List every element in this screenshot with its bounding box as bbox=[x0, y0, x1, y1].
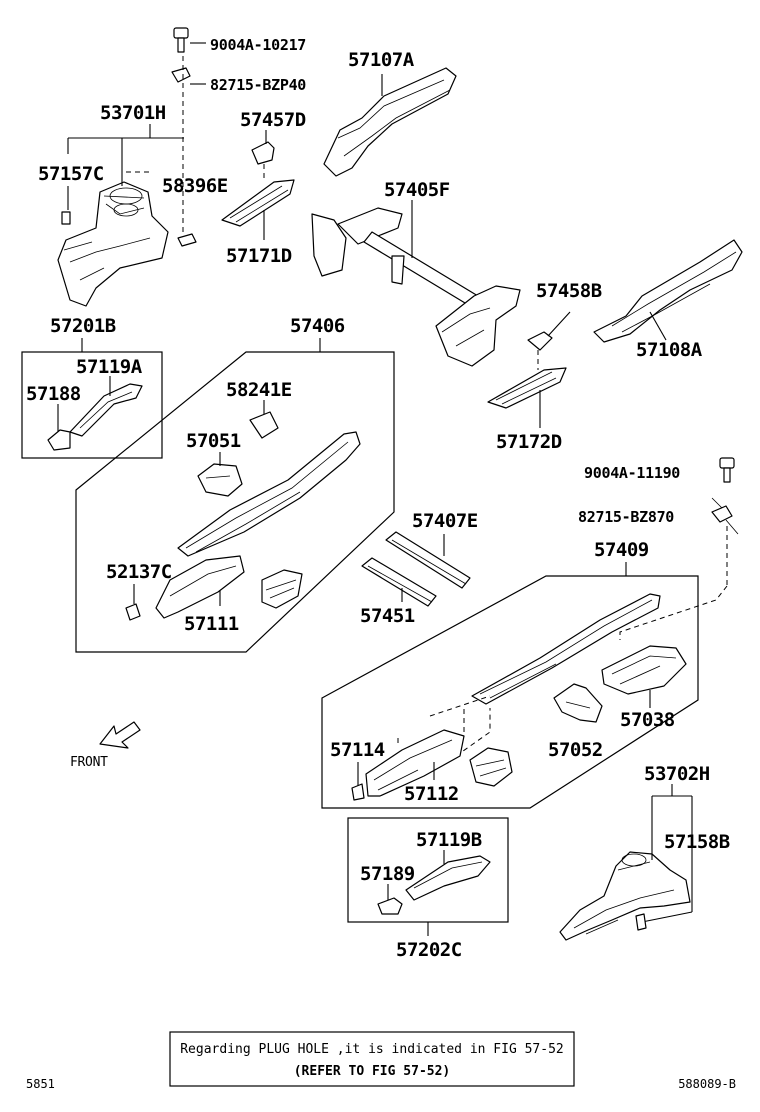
label-82715-BZP40: 82715-BZP40 bbox=[210, 76, 306, 94]
part-57119A bbox=[69, 376, 143, 437]
label-57188: 57188 bbox=[26, 383, 81, 405]
label-57038: 57038 bbox=[620, 709, 675, 731]
label-57405F: 57405F bbox=[384, 179, 450, 201]
group-frame-57201B bbox=[21, 338, 163, 459]
label-58241E: 58241E bbox=[226, 379, 292, 401]
part-57111 bbox=[155, 431, 361, 619]
label-52137C: 52137C bbox=[106, 561, 172, 583]
label-57051: 57051 bbox=[186, 430, 241, 452]
part-57407E bbox=[385, 531, 471, 589]
part-57119B bbox=[405, 850, 491, 901]
label-57409: 57409 bbox=[594, 539, 649, 561]
label-82715-BZ870: 82715-BZ870 bbox=[578, 508, 674, 526]
label-57119A: 57119A bbox=[76, 356, 143, 378]
label-57406: 57406 bbox=[290, 315, 345, 337]
label-57202C: 57202C bbox=[396, 939, 462, 961]
part-bolt-9004A-10217 bbox=[173, 27, 206, 53]
part-clip-82715-BZ870 bbox=[711, 497, 739, 535]
label-57158B: 57158B bbox=[664, 831, 730, 853]
part-57172D bbox=[487, 367, 567, 428]
group-frame-57409 bbox=[321, 562, 699, 809]
label-57112: 57112 bbox=[404, 783, 459, 805]
part-58396E bbox=[121, 171, 197, 247]
part-57112 bbox=[365, 729, 513, 797]
part-57451 bbox=[361, 557, 437, 607]
group-frame-57202C bbox=[347, 817, 509, 936]
leader-53701H bbox=[67, 124, 184, 186]
note-line-1: Regarding PLUG HOLE ,it is indicated in … bbox=[180, 1042, 564, 1057]
part-57189 bbox=[377, 884, 403, 915]
part-57409 bbox=[397, 593, 661, 757]
corner-label-left: 5851 bbox=[26, 1077, 55, 1091]
label-57189: 57189 bbox=[360, 863, 415, 885]
part-57457D bbox=[251, 130, 275, 165]
label-57119B: 57119B bbox=[416, 829, 482, 851]
label-57201B: 57201B bbox=[50, 315, 116, 337]
part-52137C bbox=[125, 584, 141, 621]
part-57458B bbox=[527, 311, 571, 351]
part-57158B bbox=[635, 913, 647, 931]
part-57188 bbox=[47, 404, 71, 451]
label-57052: 57052 bbox=[548, 739, 603, 761]
front-label: FRONT bbox=[70, 755, 108, 770]
label-57451: 57451 bbox=[360, 605, 415, 627]
part-apron-53702H bbox=[559, 851, 691, 941]
leader-53702H bbox=[641, 784, 693, 923]
note-box: Regarding PLUG HOLE ,it is indicated in … bbox=[169, 1031, 575, 1087]
part-57108A bbox=[593, 239, 743, 343]
part-57114 bbox=[351, 762, 365, 801]
front-arrow-icon bbox=[99, 721, 141, 749]
note-line-2: (REFER TO FIG 57-52) bbox=[294, 1064, 451, 1079]
label-57172D: 57172D bbox=[496, 431, 562, 453]
label-9004A-10217: 9004A-10217 bbox=[210, 36, 306, 54]
part-58241E bbox=[249, 400, 279, 439]
label-53701H: 53701H bbox=[100, 102, 166, 124]
label-57108A: 57108A bbox=[636, 339, 703, 361]
label-57114: 57114 bbox=[330, 739, 385, 761]
label-57171D: 57171D bbox=[226, 245, 292, 267]
part-apron-53701H bbox=[57, 181, 169, 307]
part-57107A bbox=[323, 67, 457, 177]
part-57171D bbox=[221, 179, 295, 240]
corner-label-right: 588089-B bbox=[678, 1077, 736, 1091]
label-58396E: 58396E bbox=[162, 175, 228, 197]
part-57405F bbox=[311, 200, 521, 367]
part-57051 bbox=[197, 452, 243, 497]
label-57111: 57111 bbox=[184, 613, 239, 635]
part-57038 bbox=[601, 645, 687, 708]
group-frame-57406 bbox=[75, 338, 395, 653]
label-57407E: 57407E bbox=[412, 510, 478, 532]
label-57457D: 57457D bbox=[240, 109, 306, 131]
part-bolt-9004A-11190 bbox=[719, 457, 735, 483]
part-57157C bbox=[61, 186, 71, 225]
label-9004A-11190: 9004A-11190 bbox=[584, 464, 680, 482]
label-53702H: 53702H bbox=[644, 763, 710, 785]
part-clip-82715-BZP40 bbox=[171, 67, 206, 85]
part-57052 bbox=[553, 683, 603, 723]
part-57111-bracket bbox=[261, 569, 303, 609]
label-57458B: 57458B bbox=[536, 280, 602, 302]
label-57107A: 57107A bbox=[348, 49, 415, 71]
label-57157C: 57157C bbox=[38, 163, 104, 185]
